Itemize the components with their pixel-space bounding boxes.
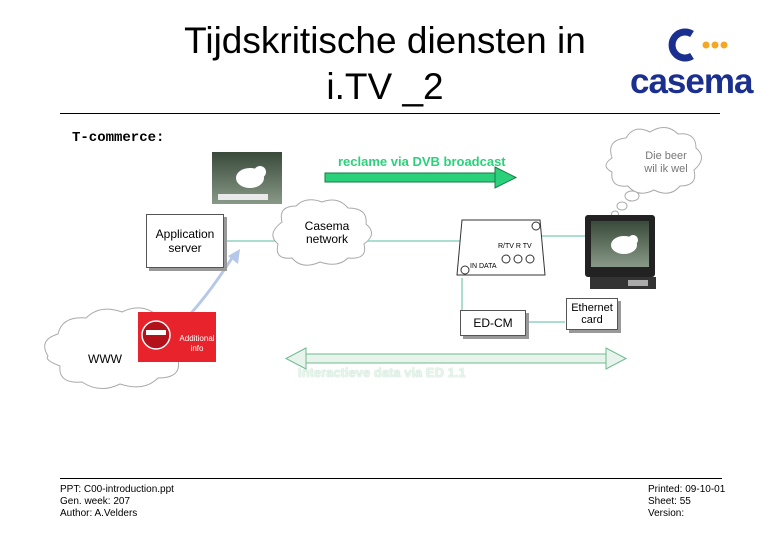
footer-file: PPT: C00-introduction.ppt (60, 484, 174, 495)
slide-title: Tijdskritische diensten in i.TV _2 (150, 18, 620, 110)
casema-c-icon (668, 28, 694, 62)
ethernet-card-box: Ethernet card (566, 298, 618, 330)
thought-bubble (605, 127, 702, 218)
footer-sheet: Sheet: 55 (648, 496, 691, 507)
thought-line2: wil ik wel (644, 163, 688, 175)
footer-version: Version: (648, 508, 685, 519)
app-server-line1: Application (155, 227, 215, 241)
broadcast-arrow (324, 166, 518, 189)
section-heading: T-commerce: (72, 130, 165, 146)
footer-printed: Printed: 09-10-01 (648, 484, 726, 495)
footer-right: Printed: 09-10-01 Sheet: 55 Version: (648, 484, 725, 520)
ethernet-line1: Ethernet (571, 302, 613, 314)
advertisement-image (212, 152, 282, 204)
slide-title-line2: i.TV _2 (326, 66, 444, 107)
www-label: WWW (88, 352, 122, 366)
television (585, 215, 656, 289)
stb-buttons-label: R/TV R TV (498, 243, 532, 250)
logo-dots-icon (702, 41, 728, 49)
footer-week: Gen. week: 207 (60, 496, 131, 507)
casema-network-label: Casema network (294, 220, 360, 246)
additional-info-text: Additional info (178, 334, 216, 354)
set-top-box (456, 219, 546, 276)
additional-line2: info (190, 344, 204, 353)
casema-network-line2: network (305, 232, 349, 246)
ed-cm-box: ED-CM (460, 310, 526, 336)
app-server-line2: server (168, 241, 202, 255)
interactive-data-arrow (284, 347, 628, 370)
broadcast-label: reclame via DVB broadcast (338, 154, 506, 169)
additional-line1: Additional (179, 334, 215, 343)
slide-title-line1: Tijdskritische diensten in (184, 20, 586, 61)
casema-network-line1: Casema (304, 219, 350, 233)
thought-bubble-text: Die beer wil ik wel (630, 150, 702, 176)
ethernet-line2: card (581, 314, 603, 326)
stb-port-label: IN DATA (470, 263, 497, 270)
casema-logo: casema (628, 28, 760, 101)
header-divider (60, 113, 720, 114)
www-server-arrowhead (228, 249, 240, 264)
additional-info-ad (138, 312, 216, 362)
footer-divider (60, 478, 722, 479)
application-server: Application server (146, 214, 224, 268)
interactive-data-label: Interactieve data via ED 1.1 (298, 365, 466, 380)
footer-author: Author: A.Velders (60, 508, 138, 519)
footer-left: PPT: C00-introduction.ppt Gen. week: 207… (60, 484, 174, 520)
logo-wordmark: casema (630, 62, 753, 101)
casema-network-cloud (272, 199, 372, 266)
thought-line1: Die beer (645, 150, 687, 162)
